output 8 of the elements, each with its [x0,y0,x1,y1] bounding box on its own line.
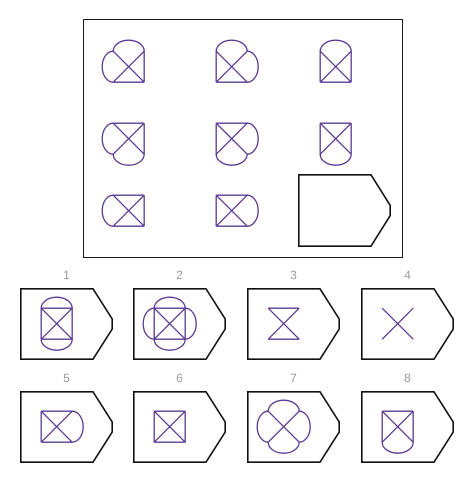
option-number: 4 [404,268,411,282]
option-number: 7 [290,371,297,385]
option-number: 2 [176,268,183,282]
option-number: 6 [176,371,183,385]
option-number: 3 [290,268,297,282]
option-number: 5 [63,371,70,385]
option-number: 8 [404,371,411,385]
option-number: 1 [63,268,70,282]
